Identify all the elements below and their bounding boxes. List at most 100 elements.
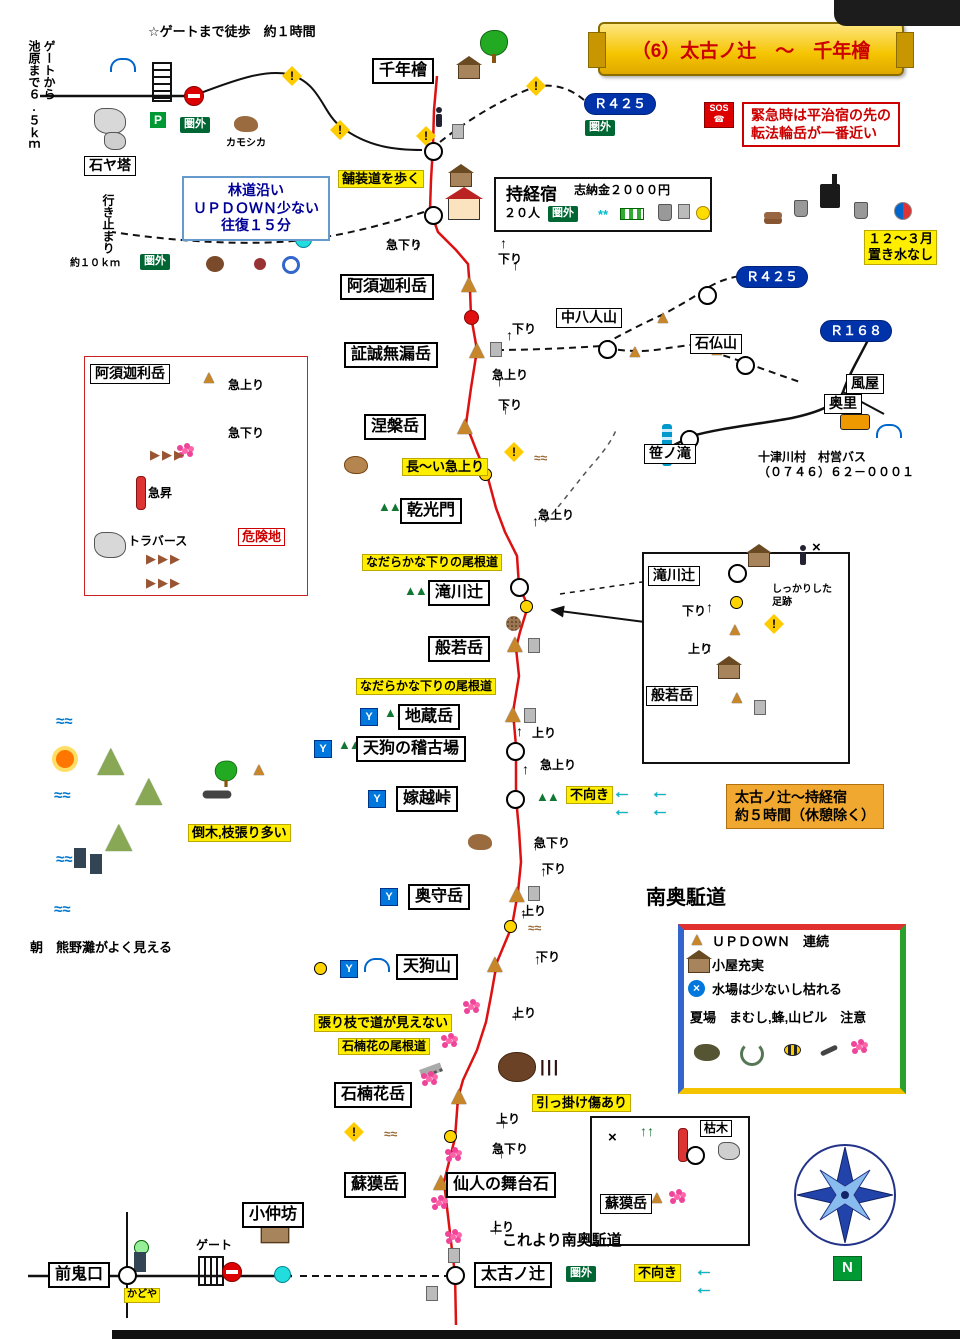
nadaraka-note-1: なだらかな下りの尾根道 [362,554,503,571]
water-icon-3: Y [368,790,386,808]
nakahachinin-label: 中八人山 [556,308,622,328]
warning-sign-icon-5: ! [504,442,524,462]
bear-icon [498,1052,536,1082]
person-icon [436,107,442,127]
x-mark-icon-1: × [812,539,821,556]
yellow-dot-2 [520,600,533,613]
house-icon-1 [445,187,483,220]
dog-icon [344,456,368,474]
warning-sign-icon-2: ! [330,120,350,140]
greenpass-icon-1: ▲▲ [378,499,402,514]
box-icon [678,204,690,219]
kengai-badge-4: 圏外 [585,120,615,136]
flower-icon-5 [436,1200,442,1206]
nobori-note-2: 上り [522,904,547,918]
hannya-inset-label: 般若岳 [646,686,698,706]
futon-icon [620,208,644,220]
gate-distance-note: ゲートから 池原まで６.５ｋｍ [27,40,56,150]
main-trail-line [428,75,530,1326]
kudari-note-3: 下り [498,398,523,412]
junction-circle-2 [424,206,443,225]
kengai-badge-2: 圏外 [140,254,170,270]
kettle-icon [794,200,808,217]
tengu-keikoba-label: 天狗の稽古場 [356,736,467,762]
direction-arrow-14: ↑ [520,905,527,921]
warning-sign-icon-1: ! [282,66,302,86]
green-arrows-icon: ↑↑ [640,1123,654,1139]
hut-icon-5 [716,656,742,679]
direction-arrow-7: ↑ [532,513,539,529]
rock-icon-2 [718,1142,740,1160]
mountain-icon-inset2: ▲ [728,687,746,707]
gate-to-trail-dashed [197,72,423,151]
nobori-note-1: 上り [532,726,557,740]
squiggle-icon-1: ≈≈ [534,451,548,465]
red-dot-icon [464,310,479,325]
shojomuro-label: 証誠無漏岳 [344,342,439,368]
squiggle-icon-3: ≈≈ [384,1127,398,1141]
nobori-inset-note: 上り [688,642,713,656]
warning-sign-icon-3: ! [526,76,546,96]
direction-arrow-18: ↑ [498,1145,505,1161]
building-icon-1 [74,848,86,868]
nagai-kyunobori-note: 長〜い急上り [402,458,489,477]
jikyoshuku-box [494,177,712,232]
marker-icon-6 [448,1248,460,1263]
round-icon-2 [282,256,300,274]
kyukudari-note-1: 急下り [386,238,423,252]
wave-icon-1: ≈≈ [56,713,73,730]
direction-arrow-15: ↑ [534,951,541,967]
kenkomon-label: 乾光門 [400,498,463,524]
shakunage-one-note: 石楠花の尾根道 [338,1038,431,1055]
direction-arrow-17: ↑ [500,1115,507,1131]
hut-icon-2 [448,164,474,187]
kumanonada-note: 朝 熊野灘がよく見える [30,940,172,955]
pine-icon [214,760,238,787]
x-mark-icon-2: × [608,1129,617,1146]
nest-icon [506,616,521,631]
yellow-dot-4 [314,962,327,975]
pot-icon [854,202,868,219]
greenpass-icon-4: ▲▲ [338,737,362,752]
bee-icon [784,1044,801,1056]
bridge-icon-2 [364,958,390,972]
minami-okugake-title: 南奥駈道 [646,887,726,909]
takigawatsuji-label: 滝川辻 [428,580,491,606]
kareki-label: 枯木 [700,1120,733,1137]
gate-icon-2 [198,1256,224,1286]
deer-icon-2 [468,834,492,850]
bridge-icon [110,58,136,72]
toboku-note: 倒木,枝張り多い [188,824,291,843]
monkey-icon [206,256,224,272]
yomegoe-label: 嫁越峠 [396,786,459,812]
flower-icon-1 [468,1004,474,1010]
green-mountain-icon-3: ▲ [96,809,142,861]
direction-arrow-6: ↑ [502,401,509,417]
cyan-arrow-icon-1: ← [612,781,632,803]
no-entry-icon-2 [222,1262,242,1282]
marker-icon-8 [754,700,766,715]
mountain-icon-net2: ▲ [654,307,672,327]
mountain-icon-net1: ▲ [626,341,644,361]
gate-note: ゲート [196,1238,233,1252]
junction-circle-5 [736,356,755,375]
hosoudou-note: 舗装道を歩く [338,170,425,189]
warning-sign-icon-4: ! [416,126,436,146]
sparkle-icon: ** [598,207,609,222]
legend-mizuba: 水場は少ないし枯れる [712,982,843,997]
fumuki-note-1: 不向き [566,786,614,805]
junction-circle-7 [510,578,529,597]
junction-circle-3 [598,340,617,359]
direction-arrow-2: ↑ [500,235,507,251]
hariki-note: 張り枝で道が見えない [314,1014,453,1033]
traverse-note: トラバース [128,534,188,548]
ishiyato-label: 石ヤ塔 [84,156,136,176]
wave-icon-2: ≈≈ [54,787,71,804]
signpost-icon-1 [452,124,464,139]
bulb-icon [696,206,710,220]
sobaku-inset-box [590,1116,750,1246]
cyan-arrow-icon-6: ← [694,1277,714,1299]
kyunobori-inset-note: 急上り [228,378,265,392]
junction-circle-12 [728,564,747,583]
warning-sign-icon-7: ! [764,614,784,634]
